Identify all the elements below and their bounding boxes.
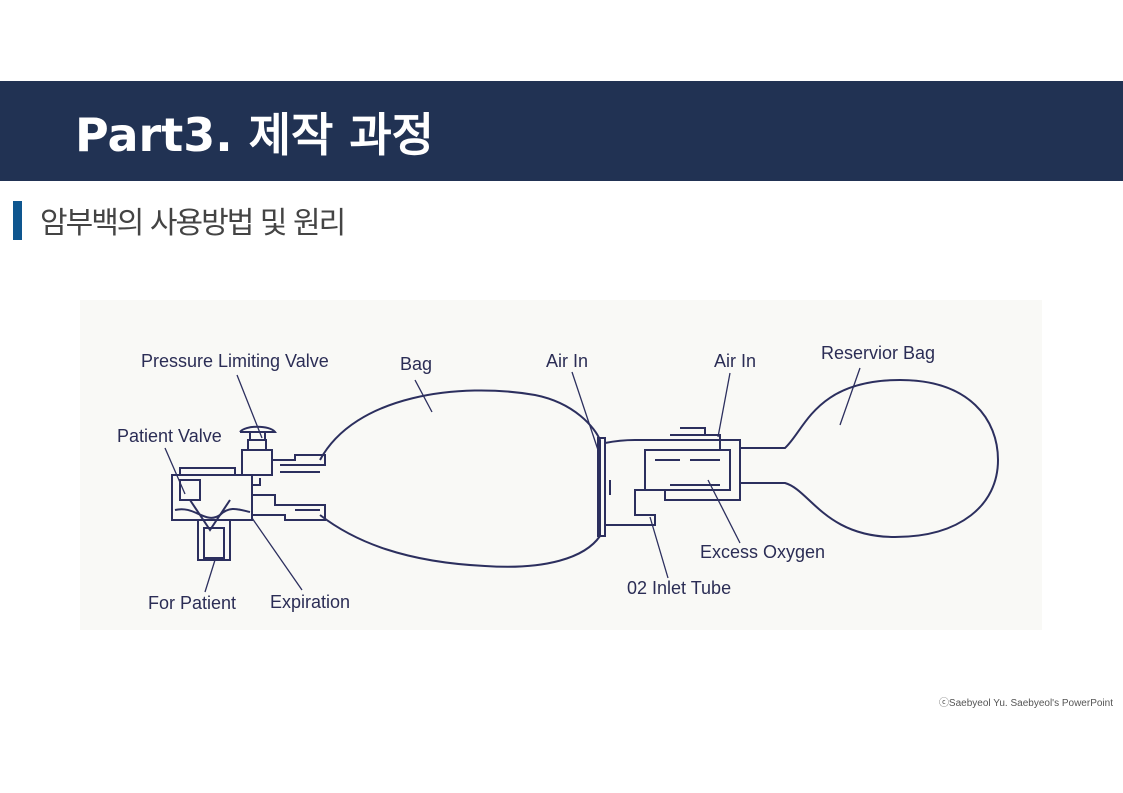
bag-shape (319, 389, 601, 568)
label-air-in-1: Air In (546, 351, 589, 371)
label-for-patient: For Patient (148, 593, 237, 613)
label-patient-valve: Patient Valve (117, 426, 222, 446)
bag-plate-detail (604, 450, 611, 525)
diagram-drawing (164, 367, 1000, 593)
connector-valve-detail (655, 427, 721, 486)
connector-body (604, 439, 741, 526)
section-title: 암부백의 사용방법 및 원리 (40, 206, 346, 241)
label-air-in-2: Air In (714, 351, 757, 371)
connector-valve-housing (644, 449, 731, 491)
ambu-bag-diagram: Pressure Limiting Valve Bag Air In Air I… (80, 300, 1042, 630)
section-accent-bar (13, 201, 22, 240)
label-pressure-limiting-valve: Pressure Limiting Valve (141, 351, 329, 371)
copyright-credit: ⓒSaebyeol Yu. Saebyeol's PowerPoint (938, 698, 1113, 709)
label-o2-inlet-tube: 02 Inlet Tube (627, 578, 732, 598)
label-bag: Bag (400, 354, 433, 374)
page-title: Part3. 제작 과정 (75, 108, 434, 162)
label-reservoir-bag: Reservior Bag (821, 343, 936, 363)
label-expiration: Expiration (270, 592, 351, 612)
title-banner: Part3. 제작 과정 (0, 81, 1123, 181)
patient-valve-assembly (171, 425, 326, 561)
label-excess-oxygen: Excess Oxygen (700, 542, 826, 562)
reservoir-bag-shape (740, 378, 1000, 539)
leader-lines (164, 367, 861, 593)
